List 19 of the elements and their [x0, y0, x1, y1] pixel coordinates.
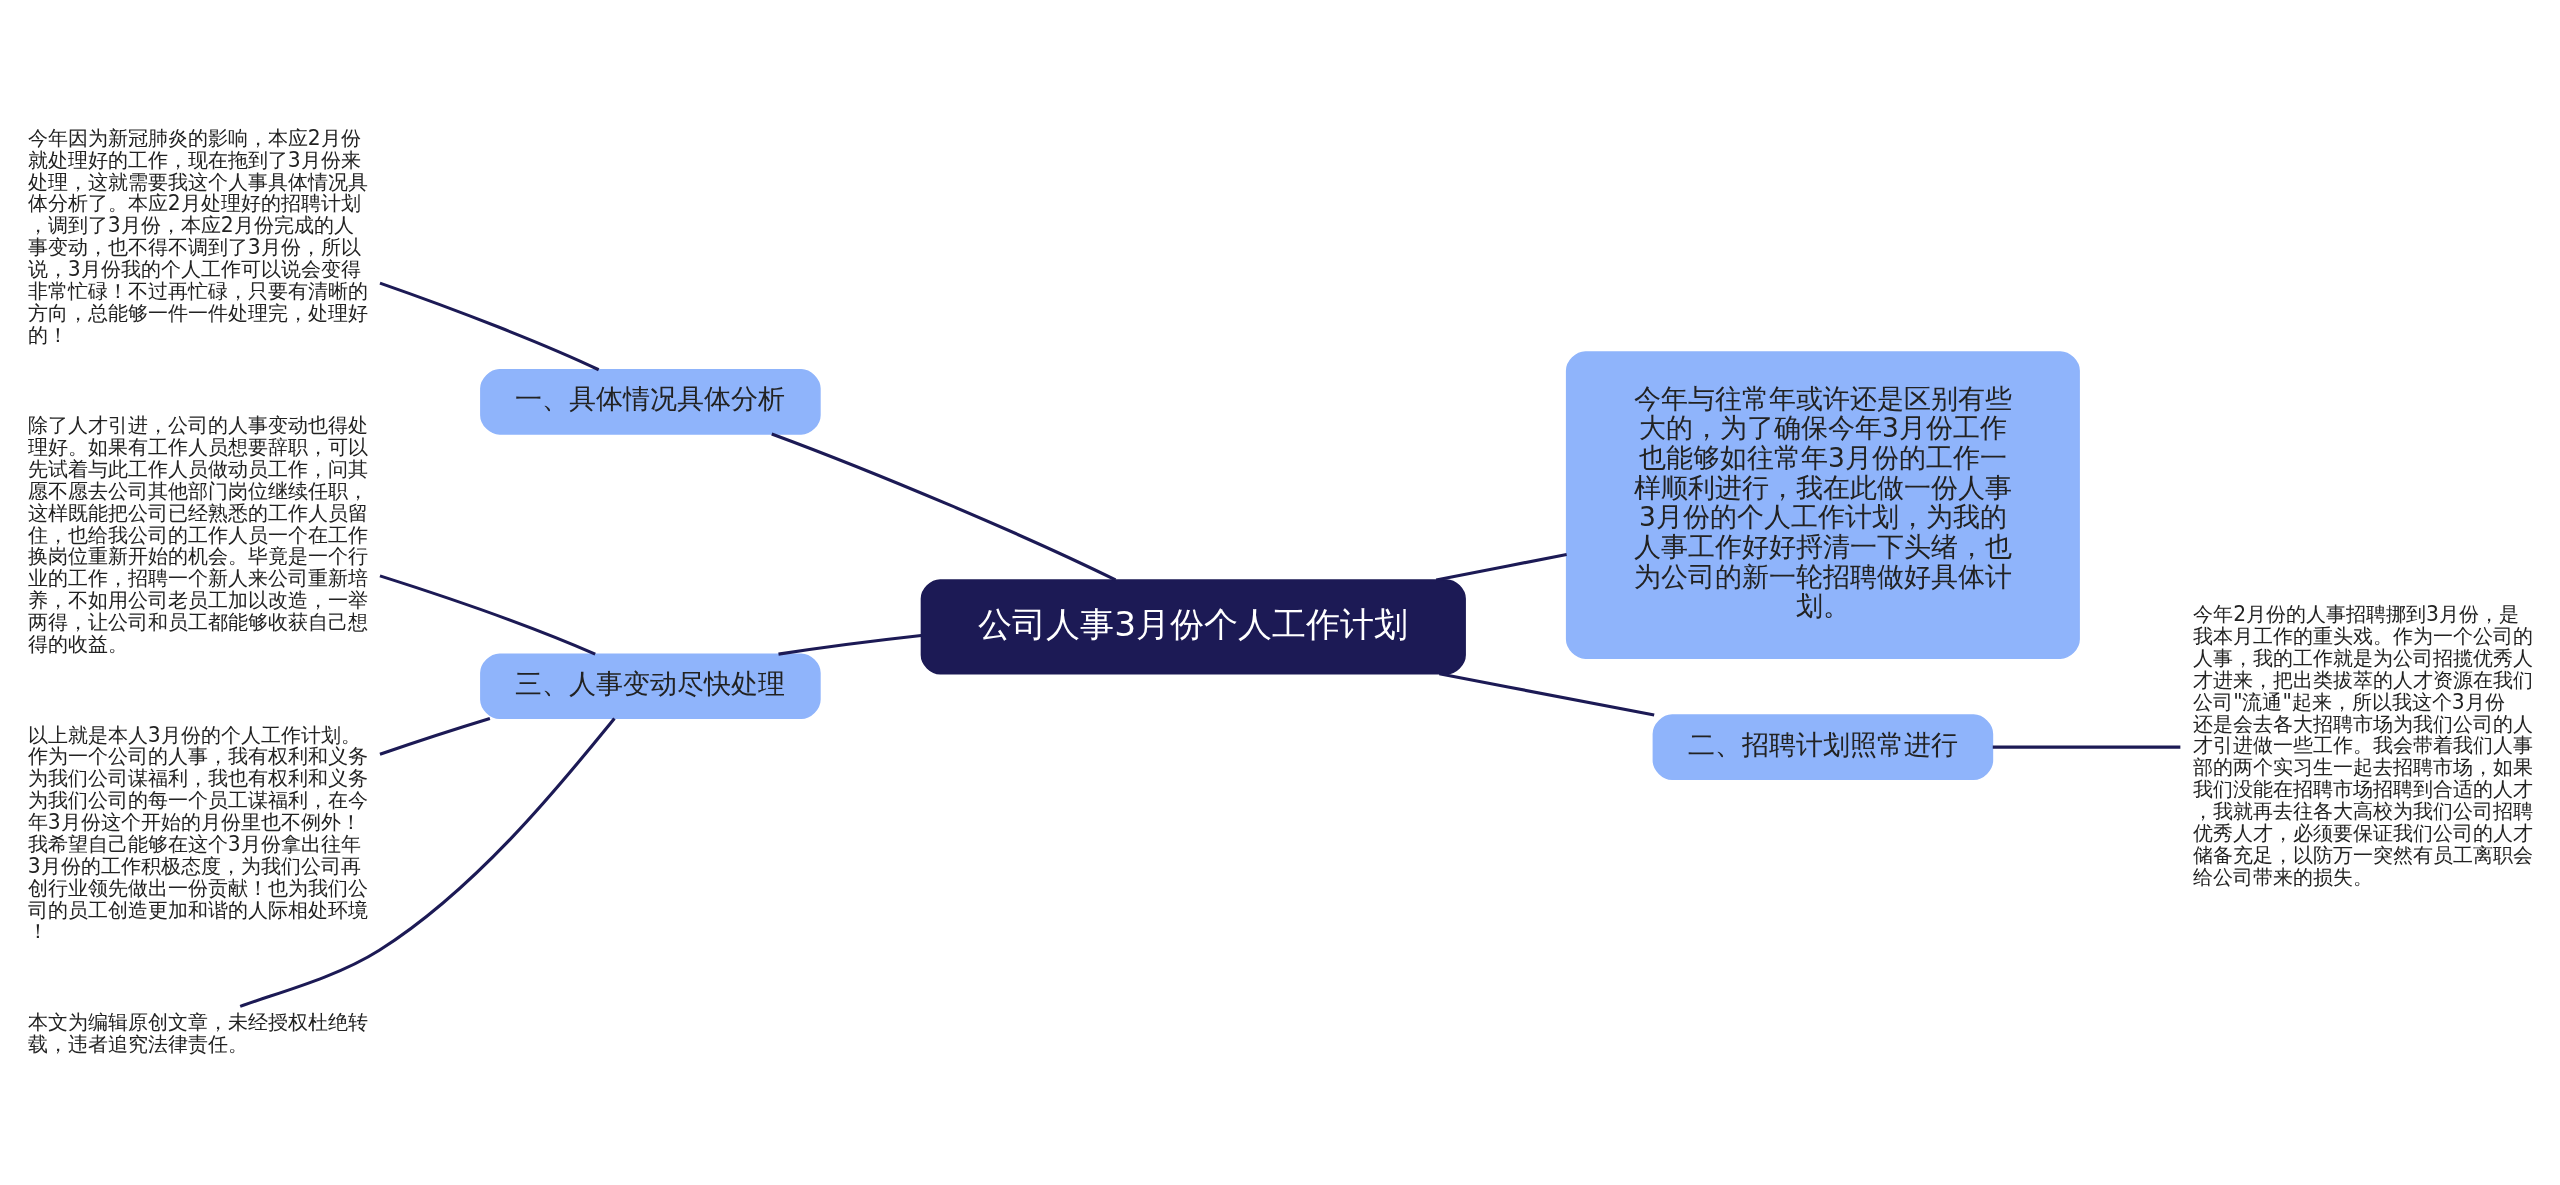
node-text: 今年2月份的人事招聘挪到3月份，是我本月工作的重头戏。作为一个公司的人事，我的工作就是为公司招揽优秀人才进来，把出类拔萃的人才资源在我们公司"流通"起来，所以我这个3月份还是会去各大招聘市场为我们公司的人才引进做一些工作。我会带着我们人事部的两个实习生一起去招聘市场，如果我们没能在招聘市场招聘到合适的人才，我就再去往各大高校为我们公司招聘优秀人才，必须要保证我们公司的人才储备充足，以防万一突然有员工离职会给公司带来的损失。	[2193, 602, 2534, 889]
connector	[379, 716, 491, 756]
connector	[379, 281, 600, 372]
node-text: 以上就是本人3月份的个人工作计划。作为一个公司的人事，我有权利和义务为我们公司谋福利，我也有权利和义务为我们公司的每一个员工谋福利，在今年3月份这个开始的月份里也不例外！我希望自己能够在这个3月份拿出往年3月份的工作积极态度，为我们公司再创行业领先做出一份贡献！也为我们公司的员工创造更加和谐的人际相处环境！	[27, 722, 368, 944]
node-text: 本文为编辑原创文章，未经授权杜绝转载，违者追究法律责任。	[27, 1010, 368, 1056]
node-text: 今年因为新冠肺炎的影响，本应2月份就处理好的工作，现在拖到了3月份来处理，这就需要我这个人事具体情况具体分析了。本应2月处理好的招聘计划，调到了3月份，本应2月份完成的人事变动，也不得不调到了3月份，所以说，3月份我的个人工作可以说会变得非常忙碌！不过再忙碌，只要有清晰的方向，总能够一件一件处理完，处理好的！	[27, 125, 368, 347]
connector	[1439, 672, 1655, 717]
node-box: 二、招聘计划照常进行	[1652, 714, 1994, 780]
node-box: 今年与往常年或许还是区别有些大的，为了确保今年3月份工作也能够如往常年3月份的工作一样顺利进行，我在此做一份人事3月份的个人工作计划，为我的人事工作好好捋清一下头绪，也为公司的新一轮招聘做好具体计划。	[1565, 351, 2080, 659]
connector	[1435, 553, 1567, 582]
connector	[1992, 745, 2181, 749]
connector	[379, 574, 596, 656]
connector	[771, 432, 1117, 582]
node-text: 除了人才引进，公司的人事变动也得处理好。如果有工作人员想要辞职，可以先试着与此工作人员做动员工作，问其愿不愿去公司其他部门岗位继续任职，这样既能把公司已经熟悉的工作人员留住，也给我公司的工作人员一个在工作换岗位重新开始的机会。毕竟是一个行业的工作，招聘一个新人来公司重新培养，不如用公司老员工加以改造，一举两得，让公司和员工都能够收获自己想得的收益。	[27, 413, 368, 656]
node-box: 三、人事变动尽快处理	[480, 653, 821, 720]
node-box: 一、具体情况具体分析	[480, 369, 821, 435]
connector	[239, 717, 616, 1008]
connector	[778, 633, 922, 656]
node-box: 公司人事3月份个人工作计划	[920, 579, 1466, 675]
